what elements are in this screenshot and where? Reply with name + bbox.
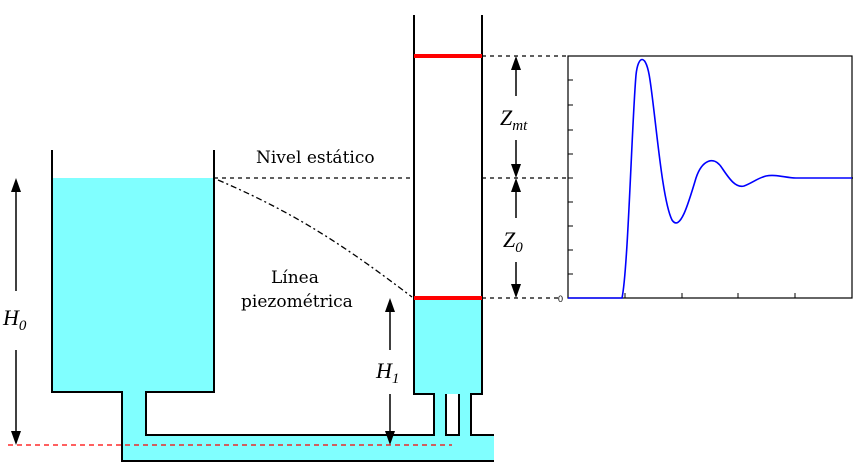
piezometric-line (217, 179, 413, 298)
graph-ticks (568, 79, 796, 298)
h0-arrow-head-up (11, 178, 21, 192)
h1-arrow-head-down (385, 431, 395, 445)
dimension-arrows (11, 56, 521, 445)
pipe-water (122, 435, 494, 461)
surge-tank-water (414, 298, 482, 394)
h1-symbol: H1 (375, 358, 399, 387)
zmt-subscript: mt (512, 118, 528, 134)
zmt-symbol: Zmt (500, 105, 528, 134)
z0-symbol: Z0 (503, 227, 523, 256)
piezometric-label-line1: Línea (271, 268, 319, 288)
structure-outlines (51, 15, 494, 462)
reservoir-outline (51, 150, 494, 462)
reservoir-right-wall (145, 15, 435, 436)
zmt-main: Z (500, 105, 513, 130)
reservoir-water (52, 178, 214, 392)
z0-main: Z (503, 227, 516, 252)
graph-frame (567, 55, 853, 299)
h0-symbol: H0 (2, 305, 27, 334)
zmt-arrow-head-down (511, 164, 521, 178)
static-level-label: Nivel estático (256, 148, 375, 168)
h1-main: H (375, 358, 393, 383)
h1-subscript: 1 (392, 371, 400, 387)
surge-tank-riser-right (459, 392, 471, 437)
h0-main: H (2, 305, 20, 330)
response-graph: 0 (558, 55, 853, 304)
h0-arrow-head-down (11, 431, 21, 445)
z0-arrow-head-down (511, 284, 521, 298)
graph-origin-label: 0 (558, 294, 563, 304)
surge-tank-right-wall (470, 15, 494, 436)
h0-subscript: 0 (19, 318, 27, 334)
piezometric-label-line2: piezométrica (241, 292, 353, 312)
z0-arrow-head-up (511, 178, 521, 192)
surge-tank-inner (445, 394, 460, 436)
surge-tank-riser-left (434, 392, 446, 437)
zmt-arrow-head-up (511, 56, 521, 70)
h1-arrow-head-up (385, 298, 395, 312)
water-fills (52, 178, 494, 461)
z0-subscript: 0 (515, 240, 523, 256)
response-curve (568, 58, 852, 299)
